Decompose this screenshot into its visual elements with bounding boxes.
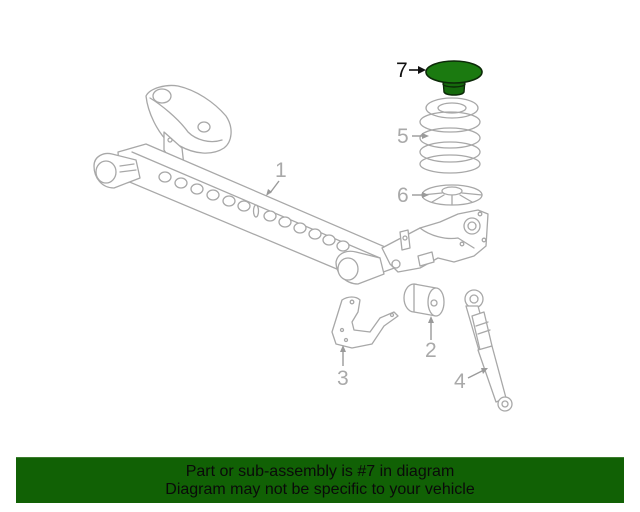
callout-7-selected[interactable]: 7 [396,59,408,82]
callout-5[interactable]: 5 [397,125,409,148]
parts-diagram: 1 2 3 4 5 6 7 [93,59,513,412]
callout-4[interactable]: 4 [454,370,466,393]
part-4-shock-absorber[interactable] [464,289,513,412]
part-1-axle-beam[interactable] [93,84,489,285]
part-7-upper-spring-insulator[interactable] [409,60,483,96]
part-3-bracket[interactable] [331,296,399,366]
part-2-bushing[interactable] [403,283,445,340]
callout-6[interactable]: 6 [397,184,409,207]
callout-1[interactable]: 1 [275,159,287,182]
callout-3[interactable]: 3 [337,367,349,390]
banner-part-line: Part or sub-assembly is #7 in diagram [185,462,455,480]
diagram-illustration [93,60,513,412]
part-info-banner: Part or sub-assembly is #7 in diagram Di… [16,457,624,503]
banner-disclaimer-line: Diagram may not be specific to your vehi… [165,480,475,498]
part-5-coil-spring[interactable] [412,97,481,174]
part-6-spring-insulator[interactable] [412,184,483,206]
callout-2[interactable]: 2 [425,339,437,362]
